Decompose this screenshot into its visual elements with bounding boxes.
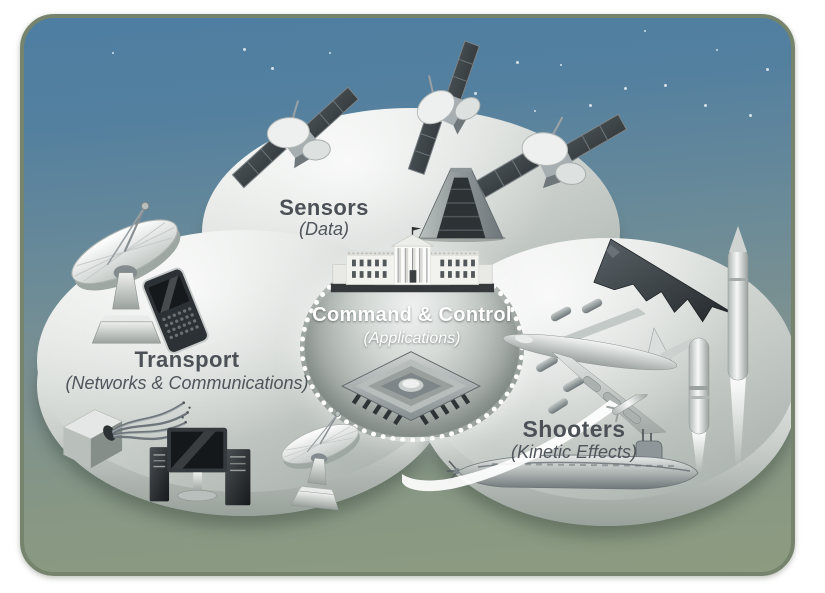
missile-contrail-icon: [396, 394, 661, 499]
star: [474, 92, 477, 95]
star: [560, 64, 562, 66]
star: [624, 87, 627, 90]
sensors-sublabel: (Data): [298, 219, 349, 239]
star: [112, 52, 114, 54]
star: [749, 114, 752, 117]
transport-label: Transport: [134, 347, 240, 372]
transport-sublabel: (Networks & Communications): [65, 373, 309, 393]
star: [589, 104, 592, 107]
strategic-bomber-icon: [494, 292, 699, 460]
ballistic-missile-icon: [710, 224, 766, 474]
falling-bombs-icon: [536, 298, 603, 414]
star: [329, 52, 331, 54]
star: [534, 110, 536, 112]
stealth-bomber-icon: [592, 232, 742, 340]
microchip-icon: [332, 344, 490, 432]
star: [716, 49, 718, 51]
star: [271, 67, 274, 70]
command-control-label: Command & Control: [312, 304, 512, 326]
star: [516, 61, 519, 64]
shooters-label: Shooters: [522, 416, 626, 442]
diagram-panel: Sensors (Data) Transport (Networks & Com…: [20, 14, 795, 576]
star: [644, 30, 646, 32]
command-control-sublabel: (Applications): [363, 330, 461, 347]
star: [704, 104, 707, 107]
phased-array-radar-icon: [410, 162, 512, 242]
star: [664, 84, 667, 87]
white-house-icon: [320, 226, 505, 298]
star: [766, 68, 769, 71]
computer-workstation-icon: [146, 422, 256, 514]
shooters-sublabel: (Kinetic Effects): [510, 442, 638, 462]
sensors-label: Sensors: [279, 195, 369, 220]
cruise-missile-icon: [676, 324, 722, 474]
smartphone-icon: [122, 256, 229, 368]
star: [243, 48, 246, 51]
